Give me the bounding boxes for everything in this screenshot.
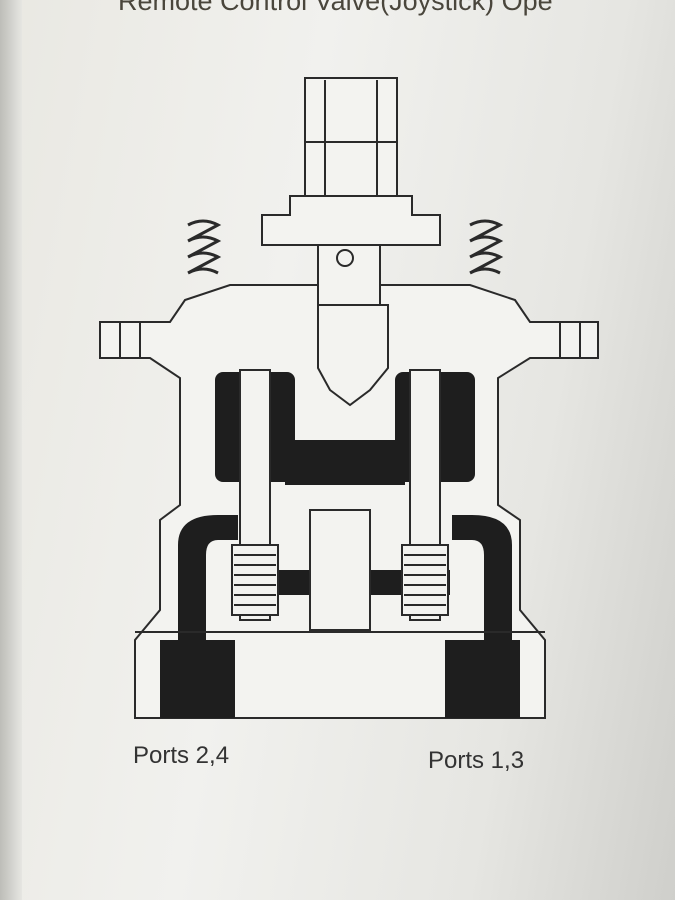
ports-2-4-label: Ports 2,4 bbox=[133, 742, 230, 769]
left-spool bbox=[231, 369, 279, 621]
left-spring bbox=[187, 219, 222, 275]
document-title: Remote Control Valve(Joystick) Ope bbox=[118, 0, 553, 16]
right-spring bbox=[469, 219, 504, 275]
ports-1-3-label: Ports 1,3 bbox=[428, 747, 525, 774]
page-edge-shadow bbox=[0, 0, 22, 900]
center-body bbox=[309, 509, 371, 631]
joystick-stem bbox=[261, 77, 441, 246]
right-spool bbox=[401, 369, 449, 621]
